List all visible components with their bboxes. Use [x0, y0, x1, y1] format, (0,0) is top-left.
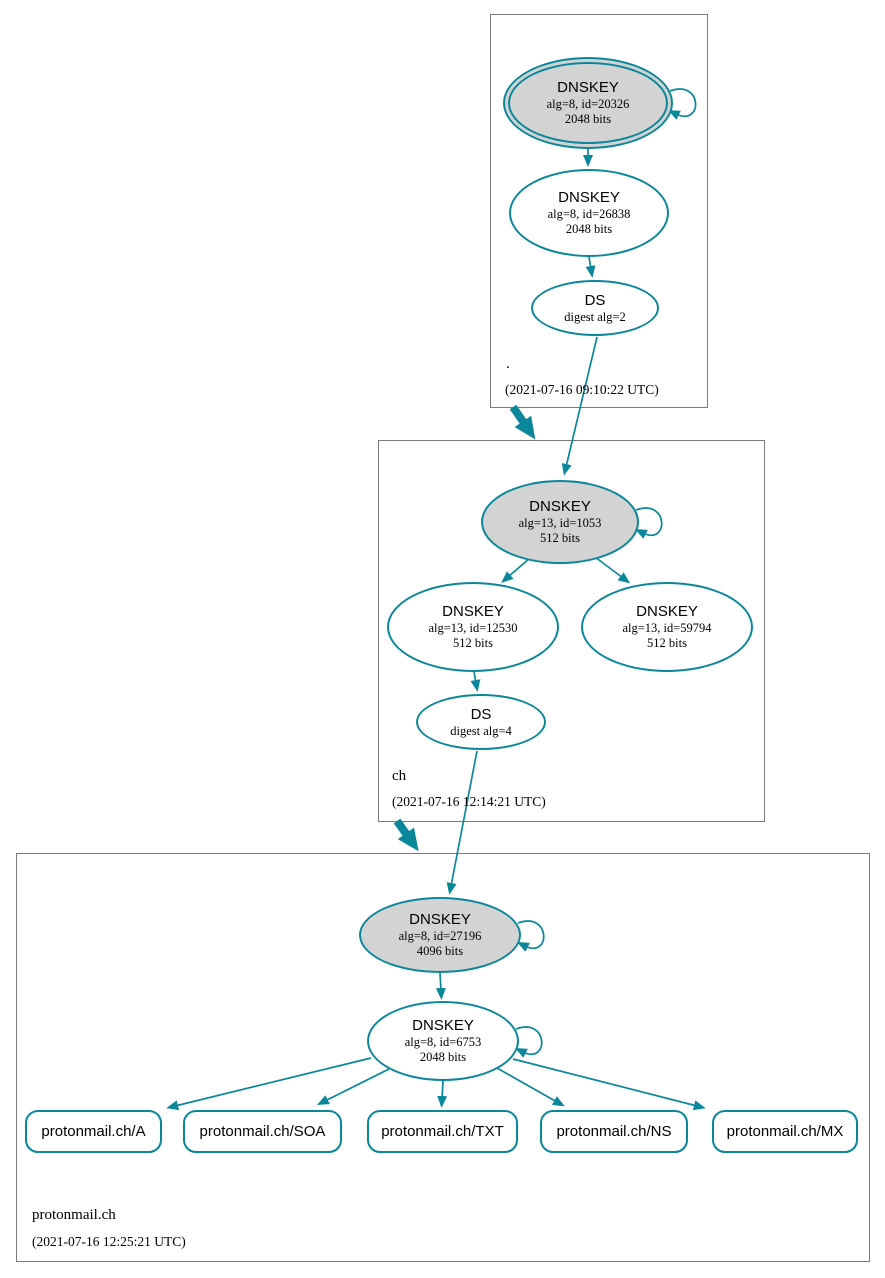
dnskey-bits: 4096 bits [416, 944, 464, 958]
zone-box-root [490, 14, 708, 408]
dnskey-title: DNSKEY [558, 189, 620, 206]
zone-name-protonmail: protonmail.ch [32, 1207, 116, 1223]
dnskey-alg-id: alg=8, id=6753 [404, 1035, 482, 1049]
dnskey-title: DNSKEY [442, 603, 504, 620]
zone-timestamp-root: (2021-07-16 09:10:22 UTC) [505, 382, 659, 397]
ds-title: DS [470, 705, 492, 723]
ds-node-ch: DS digest alg=4 [416, 694, 546, 750]
rrset-label: protonmail.ch/TXT [381, 1123, 504, 1140]
ds-title: DS [584, 291, 606, 309]
zone-timestamp-ch: (2021-07-16 12:14:21 UTC) [392, 794, 546, 809]
rrset-label: protonmail.ch/MX [726, 1123, 844, 1140]
rrset-label: protonmail.ch/NS [556, 1123, 672, 1140]
rrset-node-protonmail-a: protonmail.ch/A [25, 1110, 162, 1153]
dnskey-title: DNSKEY [409, 911, 471, 928]
dnskey-node-ch-zsk2: DNSKEY alg=13, id=59794 512 bits [581, 582, 753, 672]
edge-root-to-ch-delegation [509, 404, 536, 440]
dnskey-bits: 512 bits [453, 636, 493, 650]
dnskey-node-ch-zsk1: DNSKEY alg=13, id=12530 512 bits [387, 582, 559, 672]
ds-digest-alg: digest alg=4 [450, 723, 512, 738]
dnskey-bits: 2048 bits [564, 112, 612, 126]
dnskey-node-root-zsk: DNSKEY alg=8, id=26838 2048 bits [509, 169, 669, 257]
dnskey-alg-id: alg=8, id=20326 [546, 97, 630, 111]
rrset-node-protonmail-mx: protonmail.ch/MX [712, 1110, 858, 1153]
dnskey-bits: 512 bits [540, 531, 580, 545]
dnskey-bits: 2048 bits [565, 222, 613, 236]
rrset-node-protonmail-txt: protonmail.ch/TXT [367, 1110, 518, 1153]
ds-node-root: DS digest alg=2 [531, 280, 659, 336]
dnskey-node-root-ksk: DNSKEY alg=8, id=20326 2048 bits [503, 57, 673, 149]
dnskey-bits: 2048 bits [419, 1050, 467, 1064]
dnskey-title: DNSKEY [636, 603, 698, 620]
zone-box-protonmail-ch [16, 853, 870, 1262]
rrset-label: protonmail.ch/A [41, 1123, 146, 1140]
ds-digest-alg: digest alg=2 [564, 309, 626, 324]
rrset-node-protonmail-soa: protonmail.ch/SOA [183, 1110, 342, 1153]
dnskey-alg-id: alg=8, id=26838 [547, 207, 631, 221]
dnskey-title: DNSKEY [557, 79, 619, 96]
dnskey-node-protonmail-zsk: DNSKEY alg=8, id=6753 2048 bits [367, 1001, 519, 1081]
dnskey-alg-id: alg=8, id=27196 [398, 929, 482, 943]
dnskey-alg-id: alg=13, id=59794 [622, 621, 712, 635]
dnskey-alg-id: alg=13, id=12530 [428, 621, 518, 635]
rrset-label: protonmail.ch/SOA [199, 1123, 326, 1140]
edge-ch-to-protonmail-delegation [393, 818, 419, 852]
dnskey-node-ch-ksk: DNSKEY alg=13, id=1053 512 bits [481, 480, 639, 564]
zone-timestamp-protonmail: (2021-07-16 12:25:21 UTC) [32, 1234, 186, 1249]
rrset-node-protonmail-ns: protonmail.ch/NS [540, 1110, 688, 1153]
dnskey-title: DNSKEY [529, 498, 591, 515]
dnskey-bits: 512 bits [647, 636, 687, 650]
dnskey-alg-id: alg=13, id=1053 [518, 516, 602, 530]
dnskey-node-protonmail-ksk: DNSKEY alg=8, id=27196 4096 bits [359, 897, 521, 973]
zone-name-ch: ch [392, 768, 407, 784]
zone-name-root: . [506, 356, 510, 372]
dnskey-title: DNSKEY [412, 1017, 474, 1034]
